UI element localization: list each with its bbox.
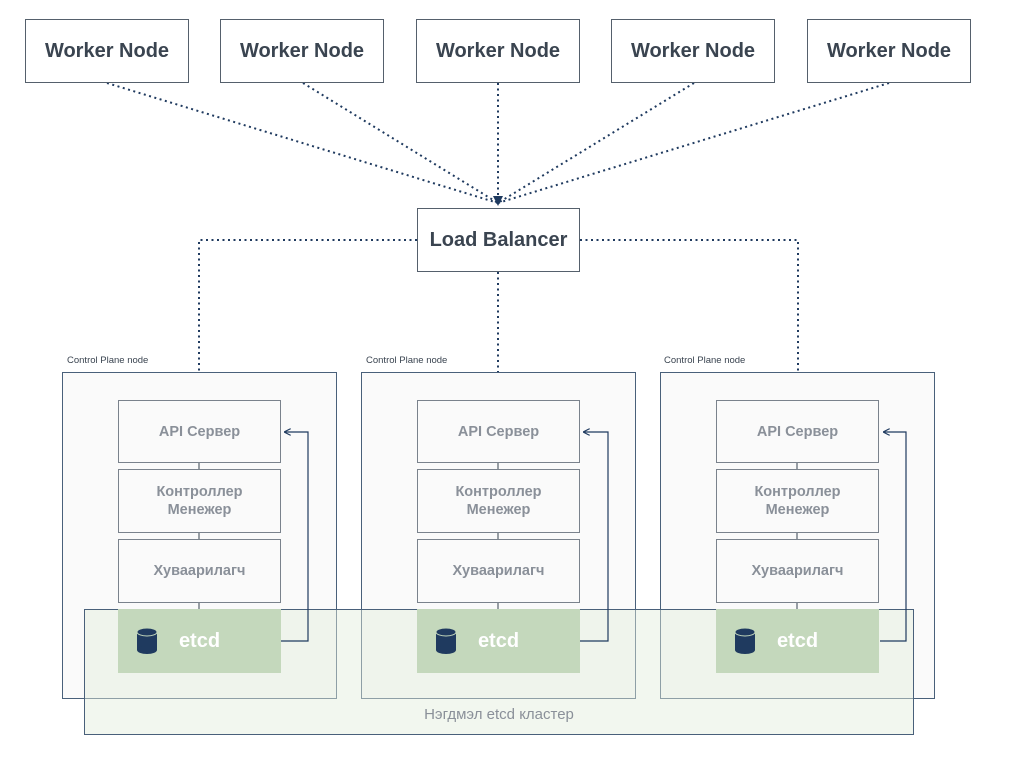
- worker-node-4: Worker Node: [611, 19, 775, 83]
- scheduler-box: Хуваарилагч: [716, 539, 879, 603]
- etcd-box: etcd: [716, 609, 879, 673]
- worker-node-label: Worker Node: [630, 39, 756, 62]
- etcd-cluster-label: Нэгдмэл etcd кластер: [424, 706, 574, 723]
- worker-node-2: Worker Node: [220, 19, 384, 83]
- worker-node-label: Worker Node: [44, 39, 170, 62]
- api-etcd-loop-1: [281, 432, 309, 642]
- control-plane-title: Control Plane node: [67, 355, 149, 366]
- scheduler-label: Хуваарилагч: [751, 563, 844, 579]
- lb-arrow-head: [493, 196, 503, 206]
- worker-node-label: Worker Node: [239, 39, 365, 62]
- lb-link-cp1: [198, 239, 417, 372]
- api-etcd-loop-2: [580, 432, 609, 642]
- worker-node-5: Worker Node: [807, 19, 971, 83]
- api-server-box: API Сервер: [417, 400, 580, 463]
- database-icon: [435, 627, 457, 654]
- control-plane-title: Control Plane node: [664, 355, 746, 366]
- worker-node-label: Worker Node: [826, 39, 952, 62]
- control-plane-title: Control Plane node: [366, 355, 448, 366]
- worker-node-1: Worker Node: [25, 19, 189, 83]
- database-icon: [136, 627, 158, 654]
- api-server-label: API Сервер: [457, 423, 540, 440]
- controller-label-line1: Контроллер: [754, 484, 841, 500]
- load-balancer-label: Load Balancer: [429, 228, 568, 251]
- etcd-label: etcd: [477, 629, 520, 652]
- worker-node-label: Worker Node: [435, 39, 561, 62]
- worker-link-1: [106, 82, 499, 204]
- controller-label-line2: Менежер: [765, 502, 830, 518]
- api-etcd-loop-3: [880, 432, 907, 642]
- api-server-box: API Сервер: [118, 400, 281, 463]
- lb-link-cp3: [580, 239, 799, 372]
- load-balancer: Load Balancer: [417, 208, 580, 272]
- scheduler-label: Хуваарилагч: [153, 563, 246, 579]
- etcd-label: etcd: [776, 629, 819, 652]
- controller-label-line1: Контроллер: [156, 484, 243, 500]
- scheduler-label: Хуваарилагч: [452, 563, 545, 579]
- worker-node-3: Worker Node: [416, 19, 580, 83]
- database-icon: [734, 627, 756, 654]
- api-server-box: API Сервер: [716, 400, 879, 463]
- etcd-box: etcd: [417, 609, 580, 673]
- api-server-label: API Сервер: [158, 423, 241, 440]
- worker-link-5: [497, 82, 890, 204]
- scheduler-box: Хуваарилагч: [417, 539, 580, 603]
- controller-label-line1: Контроллер: [455, 484, 542, 500]
- api-server-label: API Сервер: [756, 423, 839, 440]
- etcd-box: etcd: [118, 609, 281, 673]
- controller-label-line2: Менежер: [466, 502, 531, 518]
- etcd-label: etcd: [178, 629, 221, 652]
- scheduler-box: Хуваарилагч: [118, 539, 281, 603]
- controller-label-line2: Менежер: [167, 502, 232, 518]
